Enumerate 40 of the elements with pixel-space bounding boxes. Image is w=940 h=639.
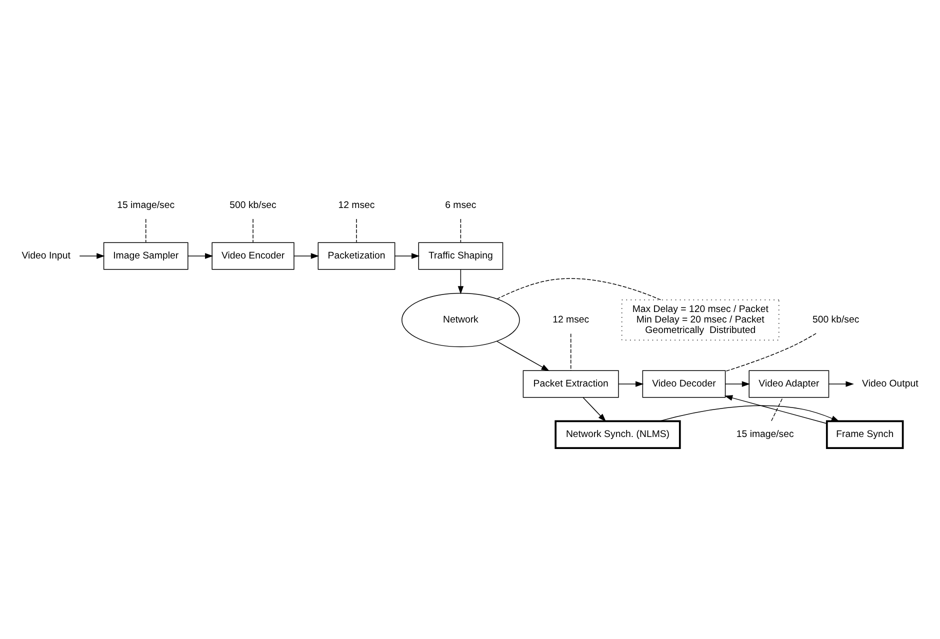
- node-box: Packetization: [318, 242, 396, 270]
- node-text: 500 kb/sec: [812, 314, 860, 326]
- node-box: Video Decoder: [642, 370, 726, 398]
- node-box: Video Encoder: [212, 242, 294, 270]
- connector: [725, 332, 816, 372]
- arrow: [79, 252, 105, 258]
- node-box: Video Adapter: [748, 370, 830, 398]
- arrow: [582, 396, 606, 422]
- node-text: 15 image/sec: [736, 428, 794, 440]
- node-text: 500 kb/sec: [230, 199, 276, 210]
- node-text: Video Input: [22, 250, 70, 262]
- node-box: Network Synch. (NLMS): [554, 420, 681, 448]
- connector: [252, 218, 254, 242]
- arrow: [294, 252, 320, 258]
- arrow: [658, 404, 840, 422]
- node-box: Frame Synch: [826, 420, 904, 448]
- arrow: [496, 340, 550, 371]
- node-text: 6 msec: [445, 199, 476, 210]
- arrow: [725, 380, 750, 386]
- node-box: Traffic Shaping: [418, 242, 504, 270]
- connector: [771, 396, 784, 421]
- arrow: [828, 380, 854, 386]
- connector: [460, 218, 462, 242]
- node-ellipse: Network: [402, 292, 520, 347]
- connector: [145, 218, 146, 242]
- node-box: Packet Extraction: [522, 370, 619, 398]
- node-text: 12 msec: [338, 199, 375, 210]
- arrow: [458, 268, 464, 294]
- arrow: [618, 380, 644, 386]
- node-text: 12 msec: [552, 314, 590, 326]
- arrow: [394, 252, 420, 258]
- connector: [496, 278, 662, 300]
- node-text: Video Output: [862, 378, 918, 390]
- node-box: Image Sampler: [103, 242, 188, 270]
- node-box: Max Delay = 120 msec / Packet Min Delay = 20 msec / Packet Geometrically Distributed: [621, 299, 780, 340]
- connector: [570, 332, 572, 370]
- node-text: 15 image/sec: [117, 199, 175, 210]
- connector: [356, 218, 357, 242]
- arrow: [724, 394, 828, 424]
- arrow: [188, 252, 214, 258]
